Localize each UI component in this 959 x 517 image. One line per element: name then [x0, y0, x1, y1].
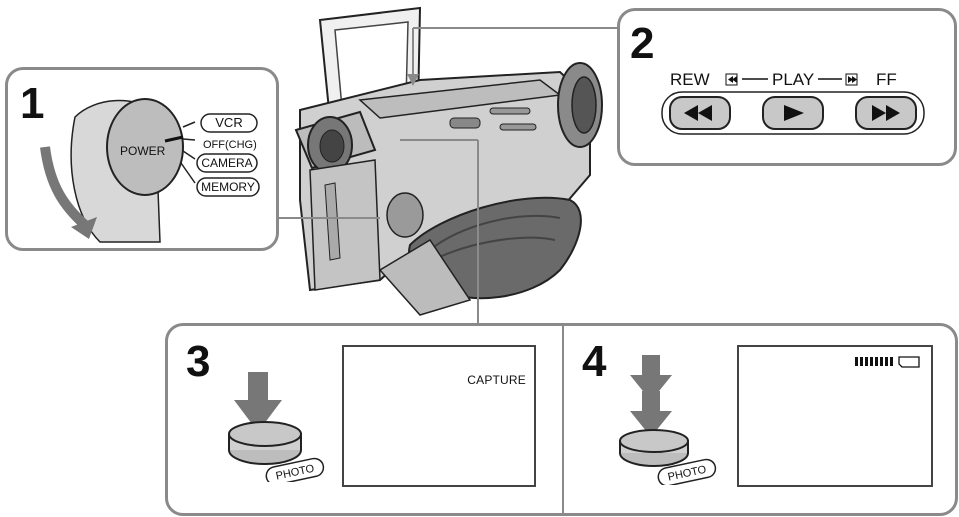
off-chg-label: OFF(CHG): [203, 139, 257, 151]
memory-card-icon: [898, 356, 920, 368]
lcd-screen-4: [737, 345, 933, 487]
play-label: PLAY: [772, 70, 814, 89]
power-positions: VCR OFF(CHG) CAMERA MEMORY: [196, 113, 260, 197]
ff-label: FF: [876, 70, 897, 89]
panel-divider: [562, 326, 564, 513]
step-2-panel: [617, 8, 957, 166]
power-label: POWER: [120, 144, 166, 158]
step-4-number: 4: [582, 337, 607, 386]
memory-pill: [196, 177, 260, 197]
memory-label: MEMORY: [201, 180, 255, 194]
tape-controls: REW PLAY FF: [661, 70, 925, 135]
power-dial-illustration: POWER: [40, 98, 196, 243]
step-3-number: 3: [186, 337, 211, 386]
step-1-number: 1: [20, 79, 45, 128]
photo-button-half-press: PHOTO: [228, 372, 325, 482]
photo-badge-4: [657, 458, 717, 485]
step-2-number: 2: [630, 19, 655, 68]
memory-remaining-indicator: [855, 356, 920, 368]
ff-button[interactable]: [855, 96, 917, 130]
rew-label: REW: [670, 70, 710, 89]
photo-button-full-press: PHOTO: [619, 355, 717, 485]
lcd-screen-3: CAPTURE: [342, 345, 536, 487]
vcr-label: VCR: [215, 115, 242, 130]
photo-badge-3: [265, 457, 325, 482]
play-button[interactable]: [762, 96, 824, 130]
camera-pill: [196, 153, 258, 173]
rew-button[interactable]: [669, 96, 731, 130]
vcr-pill: [200, 113, 258, 133]
capture-text: CAPTURE: [467, 373, 526, 387]
camera-label: CAMERA: [201, 156, 252, 170]
